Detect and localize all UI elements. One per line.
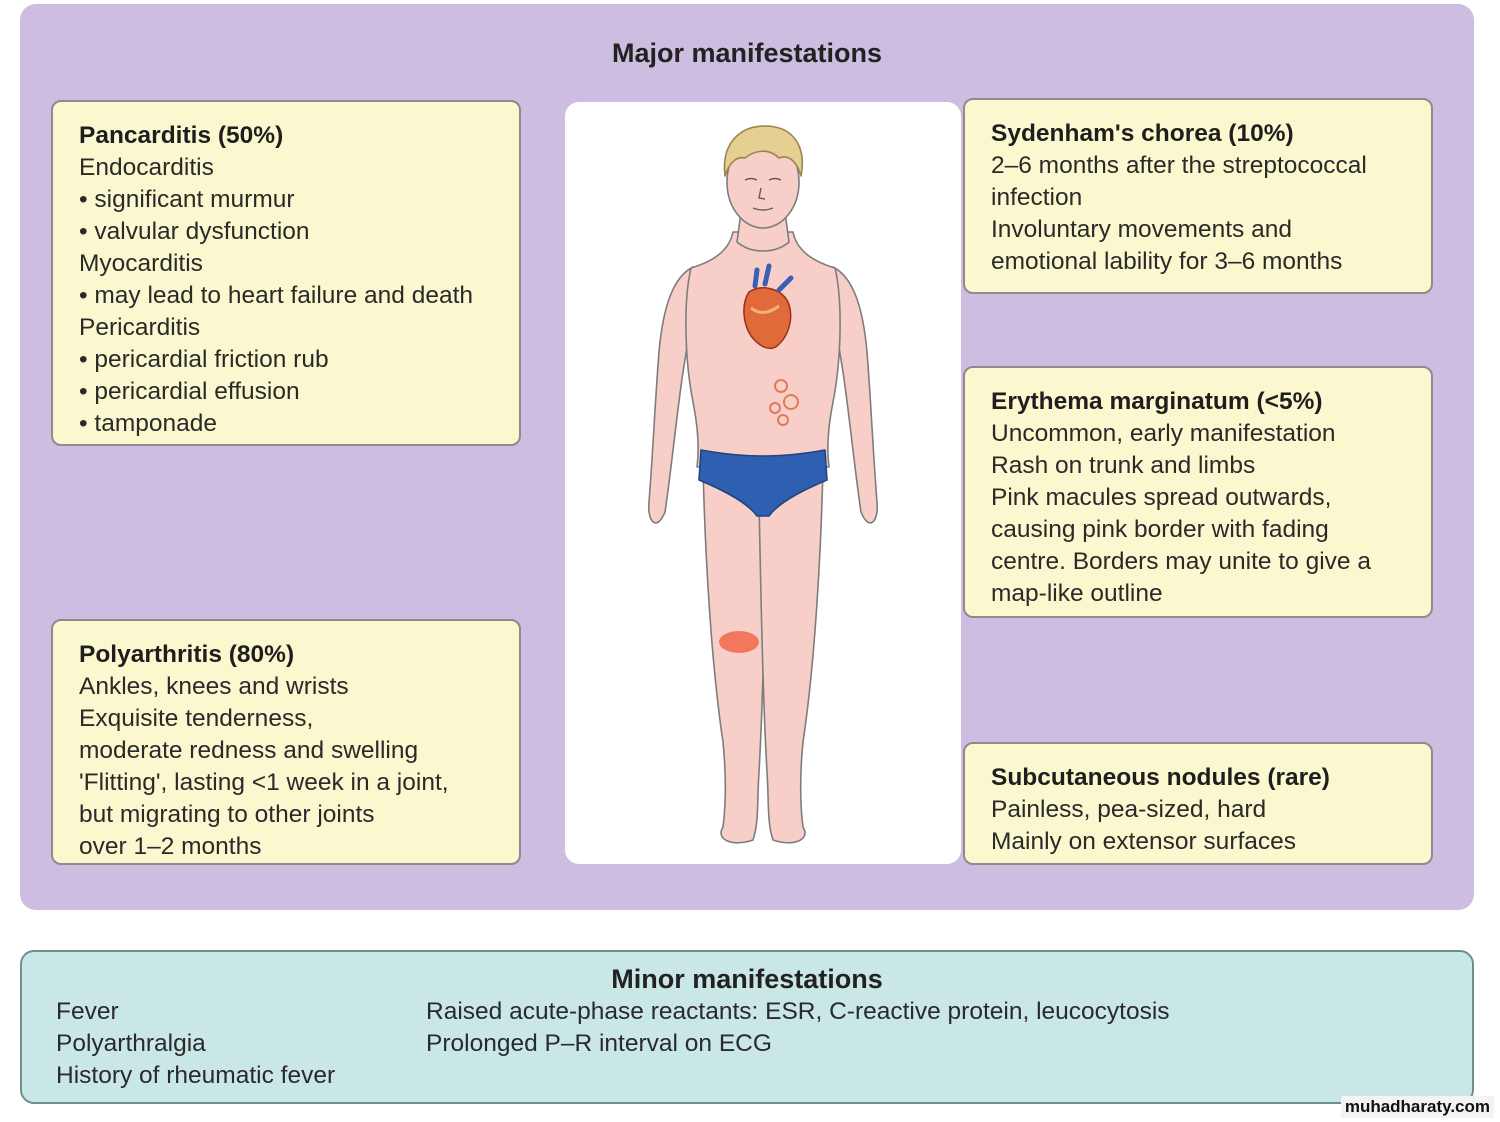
polyarthritis-line: Exquisite tenderness, — [79, 705, 314, 732]
erythema-line: Uncommon, early manifestation — [991, 420, 1336, 447]
erythema-line: Rash on trunk and limbs — [991, 452, 1256, 479]
pancarditis-line: • pericardial friction rub — [79, 346, 329, 373]
inflamed-knee-icon — [719, 631, 759, 653]
minor-right-column: Raised acute-phase reactants: ESR, C-rea… — [426, 996, 1170, 1060]
nodules-title: Subcutaneous nodules (rare) — [991, 764, 1330, 791]
erythema-line: Pink macules spread outwards, — [991, 484, 1332, 511]
right-arm — [830, 266, 879, 524]
pancarditis-line: • significant murmur — [79, 186, 295, 213]
erythema-line: map-like outline — [991, 580, 1163, 607]
minor-manifestations-panel: Minor manifestations Fever Polyarthralgi… — [20, 950, 1474, 1104]
chorea-line: infection — [991, 184, 1083, 211]
nodules-box: Subcutaneous nodules (rare) Painless, pe… — [963, 742, 1433, 865]
polyarthritis-line: but migrating to other joints — [79, 801, 375, 828]
nodules-line: Mainly on extensor surfaces — [991, 828, 1297, 855]
pancarditis-line: • pericardial effusion — [79, 378, 300, 405]
child-figure-panel — [565, 102, 961, 864]
polyarthritis-line: over 1–2 months — [79, 833, 262, 860]
minor-title: Minor manifestations — [611, 964, 883, 994]
watermark: muhadharaty.com — [1340, 1096, 1494, 1118]
torso — [685, 231, 841, 468]
minor-left-column: Fever Polyarthralgia History of rheumati… — [56, 996, 335, 1092]
right-leg — [758, 466, 824, 844]
chorea-line: emotional lability for 3–6 months — [991, 248, 1343, 275]
briefs — [698, 449, 828, 517]
chorea-line: 2–6 months after the streptococcal — [991, 152, 1367, 179]
left-arm — [647, 266, 696, 524]
nodules-line: Painless, pea-sized, hard — [991, 796, 1267, 823]
face — [744, 177, 782, 211]
chorea-box: Sydenham's chorea (10%) 2–6 months after… — [963, 98, 1433, 294]
erythema-title: Erythema marginatum (<5%) — [991, 388, 1323, 415]
polyarthritis-line: moderate redness and swelling — [79, 737, 419, 764]
left-leg — [702, 466, 768, 844]
pancarditis-line: Endocarditis — [79, 154, 214, 181]
polyarthritis-title: Polyarthritis (80%) — [79, 641, 295, 668]
rash-icon — [769, 379, 799, 426]
pancarditis-line: Myocarditis — [79, 250, 203, 277]
minor-item: Fever — [56, 998, 119, 1025]
child-body-illustration — [647, 125, 879, 844]
polyarthritis-line: 'Flitting', lasting <1 week in a joint, — [79, 769, 449, 796]
chorea-title: Sydenham's chorea (10%) — [991, 120, 1294, 147]
erythema-line: centre. Borders may unite to give a — [991, 548, 1371, 575]
erythema-line: causing pink border with fading — [991, 516, 1329, 543]
minor-item: Prolonged P–R interval on ECG — [426, 1030, 772, 1057]
major-manifestations-panel: Major manifestations Pancarditis (50%) E… — [20, 4, 1474, 910]
chorea-line: Involuntary movements and — [991, 216, 1292, 243]
pancarditis-box: Pancarditis (50%) Endocarditis • signifi… — [51, 100, 521, 446]
pancarditis-line: Pericarditis — [79, 314, 201, 341]
minor-item: Polyarthralgia — [56, 1030, 206, 1057]
pancarditis-line: • may lead to heart failure and death — [79, 282, 474, 309]
major-title: Major manifestations — [611, 38, 883, 68]
polyarthritis-line: Ankles, knees and wrists — [79, 673, 349, 700]
heart-icon — [743, 263, 794, 350]
polyarthritis-box: Polyarthritis (80%) Ankles, knees and wr… — [51, 619, 521, 865]
erythema-box: Erythema marginatum (<5%) Uncommon, earl… — [963, 366, 1433, 618]
minor-item: History of rheumatic fever — [56, 1062, 336, 1089]
pancarditis-line: • valvular dysfunction — [79, 218, 310, 245]
pancarditis-line: • tamponade — [79, 410, 217, 437]
minor-item: Raised acute-phase reactants: ESR, C-rea… — [426, 998, 1170, 1025]
pancarditis-title: Pancarditis (50%) — [79, 122, 284, 149]
hair — [723, 125, 803, 177]
